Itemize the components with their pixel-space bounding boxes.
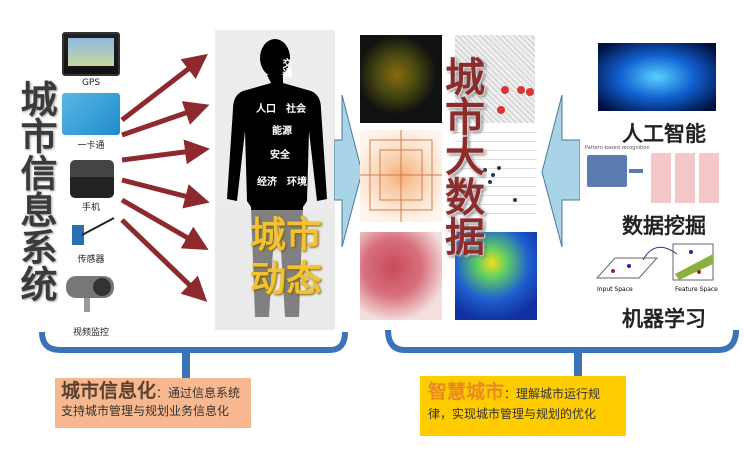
informatization-text: 通过信息系统支持城市管理与规划业务信息化 xyxy=(61,386,241,418)
map-blue-points xyxy=(455,130,537,222)
block-arrow-left-icon xyxy=(541,95,580,248)
human-silhouette-icon xyxy=(215,39,335,330)
city-big-data-title: 城市大数据 xyxy=(438,56,484,256)
smart-city-box: 智慧城市：理解城市运行规律，实现城市管理与规划的优化 xyxy=(420,376,626,436)
pattern-caption: Pattern-based recognition xyxy=(585,145,650,151)
arrow-4 xyxy=(121,177,210,209)
feature-space-caption: Feature Space xyxy=(675,286,718,293)
label-machine-learning: 机器学习 xyxy=(622,307,706,331)
device-label-gps: GPS xyxy=(81,78,101,88)
label-environment: 环境 xyxy=(287,177,307,188)
map-poi-red xyxy=(455,35,535,123)
city-dynamics-title: 城市动态 xyxy=(250,215,323,300)
informatization-title: 城市信息化 xyxy=(61,380,157,402)
map-traffic-night xyxy=(360,35,442,123)
smart-city-title: 智慧城市 xyxy=(428,381,505,403)
separator: ： xyxy=(504,387,517,401)
surveillance-camera-icon xyxy=(62,270,120,316)
arrow-5 xyxy=(120,197,209,250)
input-space-caption: Input Space xyxy=(597,286,633,293)
right-bracket xyxy=(385,329,739,353)
informatization-box: 城市信息化：通过信息系统支持城市管理与规划业务信息化 xyxy=(55,378,251,428)
device-label-sensor: 传感器 xyxy=(77,255,105,265)
arrow-6 xyxy=(120,218,208,302)
pattern-recognition-icon: Pattern-based recognition xyxy=(585,145,725,207)
label-data-mining: 数据挖掘 xyxy=(622,214,706,238)
left-bracket xyxy=(39,331,348,353)
smart-city-text: 理解城市运行规律，实现城市管理与规划的优化 xyxy=(428,387,601,421)
gps-device-icon xyxy=(62,32,120,76)
ai-brain-icon xyxy=(598,43,716,111)
label-ai: 人工智能 xyxy=(622,122,706,146)
device-label-camera: 视频监控 xyxy=(72,328,109,338)
device-label-phone: 手机 xyxy=(81,203,100,213)
label-economy: 经济 xyxy=(257,177,277,188)
label-population: 人口 xyxy=(256,104,276,115)
map-road-network xyxy=(360,130,442,222)
sensor-icon xyxy=(62,215,120,250)
label-society: 社会 xyxy=(286,104,306,115)
transit-card-icon xyxy=(62,93,120,135)
mobile-phone-icon xyxy=(70,160,114,198)
human-silhouette-panel xyxy=(215,30,335,330)
left-bracket-stem xyxy=(182,348,190,378)
city-information-system-title: 城市信息系统 xyxy=(14,80,57,302)
separator: ： xyxy=(156,386,169,400)
device-label-card: 一卡通 xyxy=(77,141,105,151)
label-safety: 安全 xyxy=(270,150,290,161)
right-bracket-stem xyxy=(574,348,582,376)
arrow-2 xyxy=(121,101,210,138)
map-heatmap xyxy=(455,232,537,320)
arrow-3 xyxy=(121,139,210,165)
map-land-use xyxy=(360,232,442,320)
arrow-1 xyxy=(120,53,208,122)
feature-space-icon: Input Space Feature Space xyxy=(595,238,725,296)
block-arrow-right-icon xyxy=(334,95,363,248)
label-traffic: 交通 xyxy=(280,58,291,78)
label-energy: 能源 xyxy=(272,126,292,137)
